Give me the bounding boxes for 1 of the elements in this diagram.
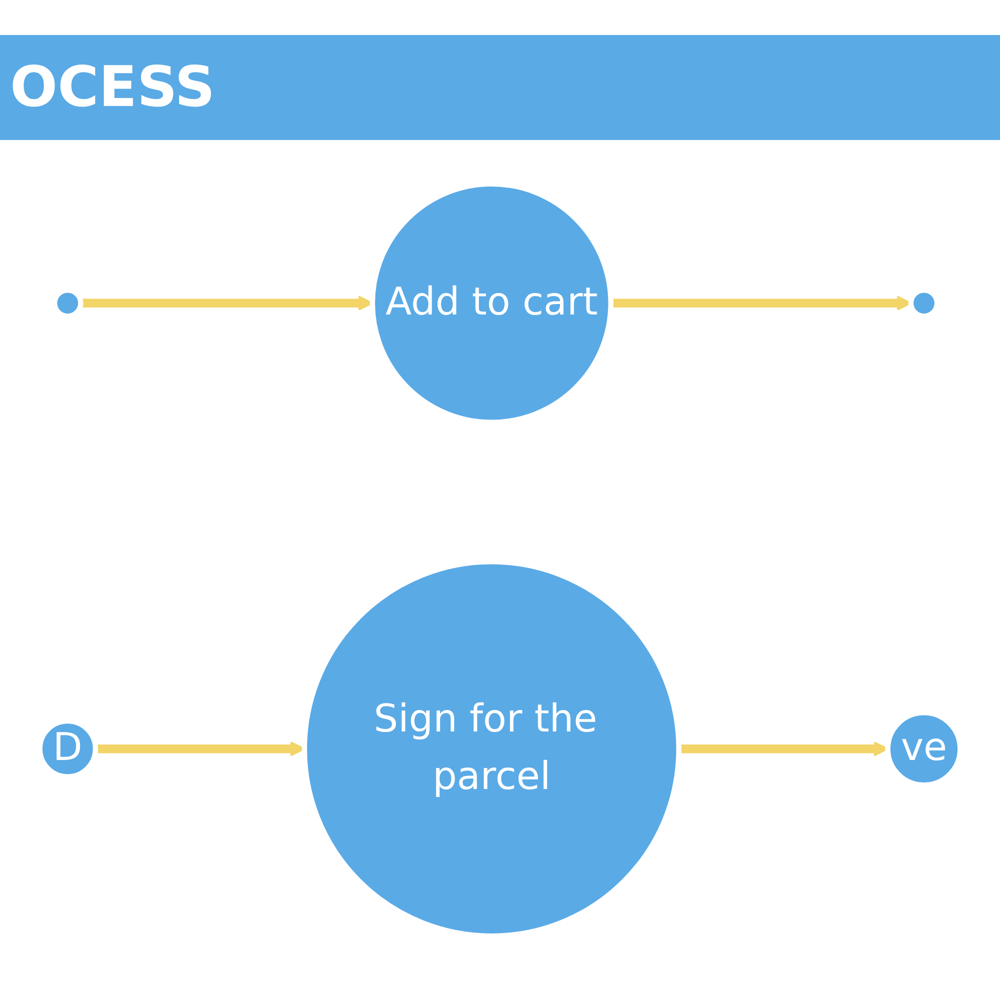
title-banner: OCESS	[0, 35, 1000, 140]
